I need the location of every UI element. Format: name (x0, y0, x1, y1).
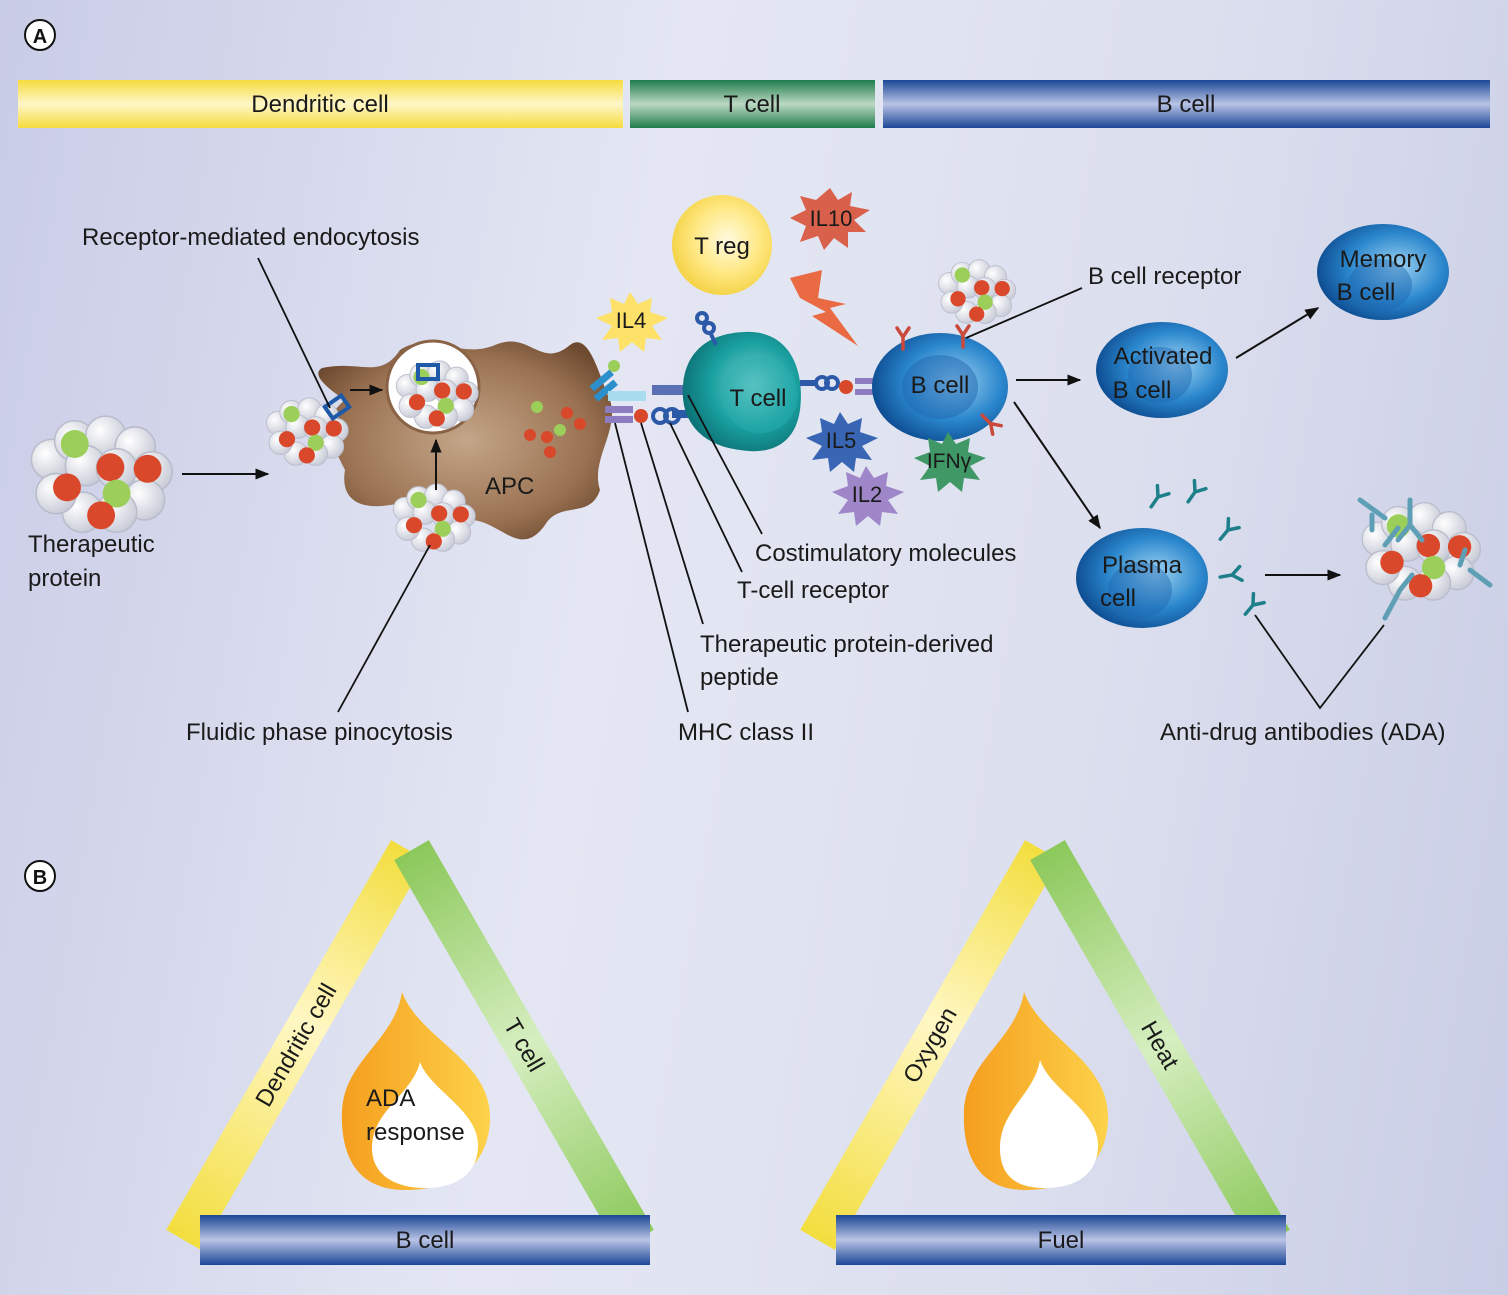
ada-label: Anti-drug antibodies (ADA) (1160, 719, 1445, 746)
plasma-cell (1076, 528, 1208, 628)
fire-right-bar: Heat (1030, 840, 1290, 1250)
activated-b-cell-label-2: B cell (1113, 377, 1172, 404)
membrane-receptor-icon (322, 392, 352, 422)
il5-icon (806, 412, 878, 472)
receptor-endocytosis-leader (257, 257, 331, 409)
flame-label-1: ADA (366, 1085, 415, 1112)
panel-b-letter: B (33, 867, 47, 889)
header-bar-tcell: T cell (630, 80, 875, 128)
antibody-icon (1180, 478, 1208, 508)
panel-a-letter: A (33, 26, 47, 48)
fluidic-pinocytosis-leader (337, 544, 431, 713)
apc-label: APC (485, 473, 534, 500)
bound-protein-icon (938, 259, 1017, 324)
immune-base-bar-label: B cell (396, 1227, 455, 1254)
peptide-leader (640, 422, 704, 625)
activated-b-cell-nucleus (1128, 347, 1192, 403)
tcell-bcell-link (800, 375, 881, 395)
header-bar-tcell-label: T cell (724, 91, 781, 118)
peptide-label-1: Therapeutic protein-derived (700, 631, 994, 658)
bound-antibodies (1357, 497, 1493, 621)
b-cell-receptor-leader (965, 287, 1083, 339)
immune-left-bar-label: Dendritic cell (250, 979, 342, 1111)
receptor-endocytosis-label: Receptor-mediated endocytosis (82, 224, 420, 251)
processed-peptides (524, 401, 586, 458)
header-bar-bcell: B cell (883, 80, 1490, 128)
t-reg-label: T reg (694, 233, 750, 260)
panel-b: B Dendritic cell T cell ADA response B c… (24, 840, 1290, 1265)
memory-b-cell (1317, 224, 1449, 320)
antibody-icon (1213, 516, 1241, 546)
antibody-icon (1143, 483, 1171, 513)
ifn-gamma-label: IFNγ (927, 450, 972, 473)
plasma-cell-label-2: cell (1100, 585, 1136, 612)
antibody-icon (1238, 591, 1266, 621)
peptide-label-2: peptide (700, 664, 779, 691)
ada-leader (1254, 614, 1385, 710)
immune-triangle: Dendritic cell T cell ADA response B cel… (166, 840, 654, 1265)
header-bar-dendritic-label: Dendritic cell (251, 91, 388, 118)
tcr-leader (669, 422, 743, 573)
t-cell (682, 331, 801, 452)
panel-a-badge (24, 19, 56, 51)
therapeutic-protein-label-1: Therapeutic (28, 531, 155, 558)
incoming-protein-icon (265, 397, 349, 466)
plasma-cell-nucleus (1108, 562, 1172, 618)
inhibition-bolt-icon (790, 270, 858, 346)
header-bar-bcell-label: B cell (1157, 91, 1216, 118)
mhc-leader (614, 422, 689, 713)
il4-label: IL4 (616, 308, 647, 333)
memory-b-cell-nucleus (1348, 259, 1412, 311)
therapeutic-protein-icon (30, 415, 174, 534)
memory-b-cell-label-2: B cell (1337, 279, 1396, 306)
il2-label: IL2 (852, 482, 883, 507)
b-cell-label: B cell (911, 372, 970, 399)
il2-icon (832, 466, 904, 526)
il10-label: IL10 (810, 206, 853, 231)
plasma-cell-label-1: Plasma (1102, 552, 1183, 579)
fire-triangle: Oxygen Heat Fuel (800, 840, 1290, 1265)
panel-a: A Dendritic cell T cell B cell Therapeut… (18, 19, 1493, 746)
antibody-icon (1217, 564, 1244, 586)
t-cell-receptor-label: T-cell receptor (737, 577, 889, 604)
t-cell-nucleus (722, 357, 798, 433)
panel-b-badge (24, 860, 56, 892)
header-bar-dendritic: Dendritic cell (18, 80, 623, 128)
b-cell-nucleus (902, 355, 978, 419)
therapeutic-protein-label-2: protein (28, 565, 101, 592)
costim-leader (687, 394, 763, 535)
il4-icon (596, 292, 668, 352)
arrow-to-plasma (1013, 401, 1101, 530)
b-cell-receptor-label: B cell receptor (1088, 263, 1241, 290)
activated-b-cell-label-1: Activated (1114, 343, 1213, 370)
activated-b-cell (1096, 322, 1228, 418)
ifn-gamma-icon (914, 432, 986, 492)
fire-base-bar-label: Fuel (1038, 1227, 1085, 1254)
fire-base-bar: Fuel (836, 1215, 1286, 1265)
t-cell-label: T cell (730, 385, 787, 412)
il10-icon (790, 188, 870, 250)
mhc-label: MHC class II (678, 719, 814, 746)
fluidic-pinocytosis-label: Fluidic phase pinocytosis (186, 719, 453, 746)
memory-b-cell-label-1: Memory (1340, 246, 1427, 273)
synapse-molecules (589, 360, 692, 425)
flame-label-2: response (366, 1119, 465, 1146)
arrow-to-memory (1235, 307, 1320, 359)
receptor-icon (416, 363, 440, 381)
immune-base-bar: B cell (200, 1215, 650, 1265)
tcell-cd28-icon (695, 311, 718, 346)
immune-flame-icon (341, 992, 491, 1190)
t-reg-cell (672, 195, 772, 295)
fire-flame-icon (963, 992, 1109, 1190)
il5-label: IL5 (826, 428, 857, 453)
costimulatory-label: Costimulatory molecules (755, 540, 1016, 567)
